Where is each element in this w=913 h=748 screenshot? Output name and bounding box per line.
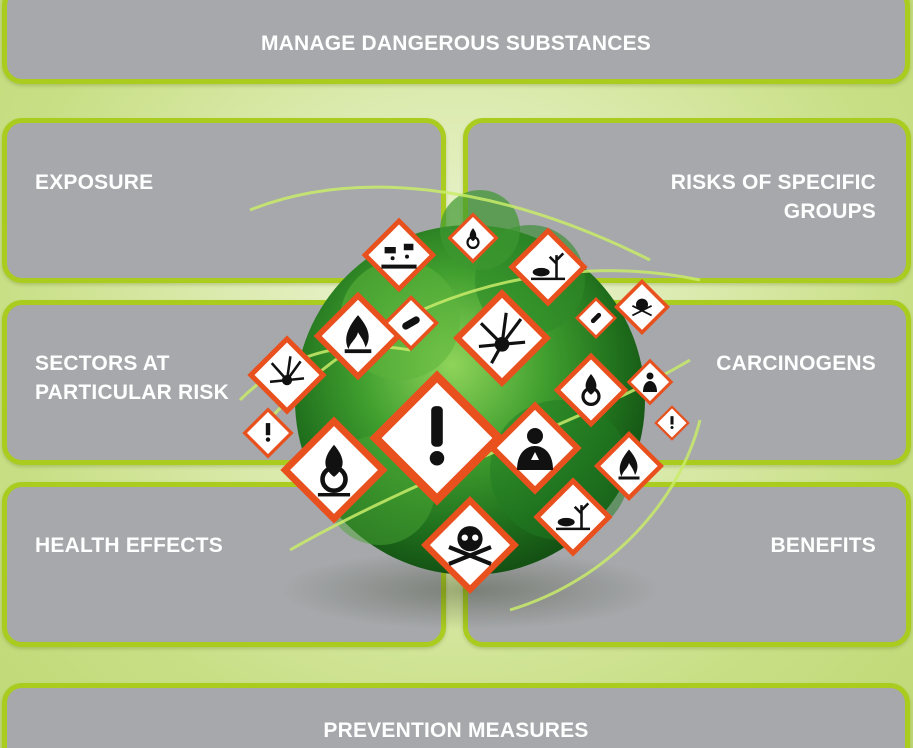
sectors-at-particular-risk-button[interactable]: SECTORS AT PARTICULAR RISK [2, 300, 446, 465]
tile-label: PREVENTION MEASURES [323, 719, 589, 742]
tile-label: HEALTH EFFECTS [35, 534, 223, 557]
tile-label: SECTORS AT PARTICULAR RISK [35, 349, 229, 407]
tile-label: BENEFITS [770, 534, 876, 557]
tile-label-line: SECTORS AT [35, 352, 170, 375]
tile-label-line: PARTICULAR RISK [35, 381, 229, 404]
tile-label: RISKS OF SPECIFIC GROUPS [671, 168, 876, 226]
manage-dangerous-substances-button[interactable]: MANAGE DANGEROUS SUBSTANCES [2, 0, 910, 84]
benefits-button[interactable]: BENEFITS [463, 482, 911, 647]
tile-label: EXPOSURE [35, 171, 154, 194]
exposure-button[interactable]: EXPOSURE [2, 118, 446, 283]
tile-label-line: RISKS OF SPECIFIC [670, 171, 876, 194]
risks-of-specific-groups-button[interactable]: RISKS OF SPECIFIC GROUPS [463, 118, 911, 283]
prevention-measures-button[interactable]: PREVENTION MEASURES [2, 683, 910, 748]
tile-label: MANAGE DANGEROUS SUBSTANCES [260, 32, 652, 55]
carcinogens-button[interactable]: CARCINOGENS [463, 300, 911, 465]
tile-label-line: GROUPS [783, 200, 876, 223]
health-effects-button[interactable]: HEALTH EFFECTS [2, 482, 446, 647]
tile-label: CARCINOGENS [716, 352, 876, 375]
